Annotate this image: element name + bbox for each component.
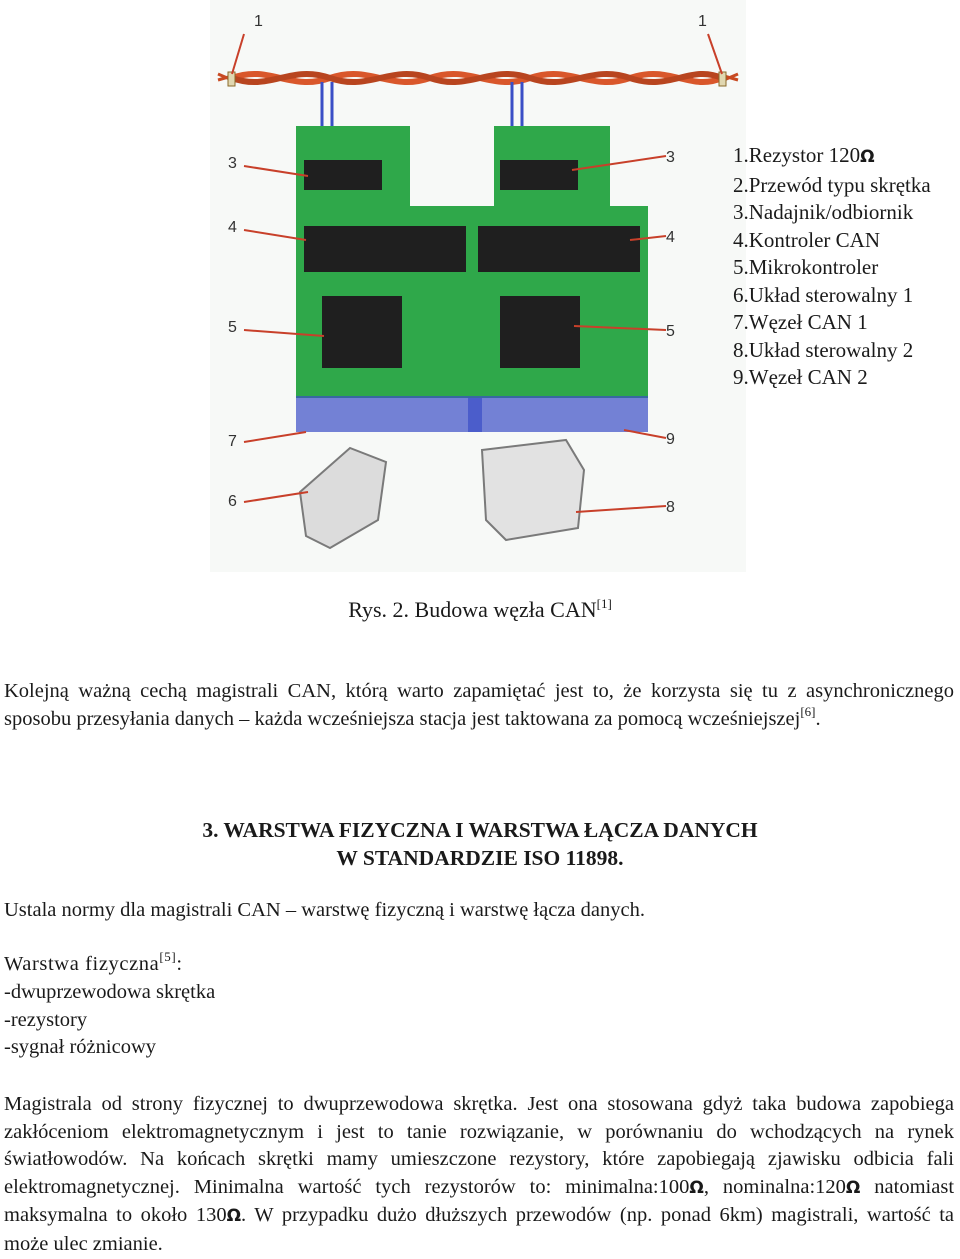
legend-item: 6.Układ sterowalny 1 <box>733 282 914 307</box>
paragraph-async: Kolejną ważną cechą magistrali CAN, któr… <box>4 680 954 730</box>
callout-label: 6 <box>228 493 237 510</box>
callout-label: 7 <box>228 433 237 450</box>
ohm-symbol: Ω <box>860 147 875 167</box>
legend-item: 2.Przewód typu skrętka <box>733 172 931 197</box>
can-node-illustration: 1 1 3 3 4 4 5 5 7 9 6 8 <box>210 0 746 572</box>
callout-label: 1 <box>254 13 263 30</box>
callout-label: 1 <box>698 13 707 30</box>
callout-label: 5 <box>666 323 675 340</box>
can-node-figure: 1 1 3 3 4 4 5 5 7 9 6 8 <box>210 0 746 572</box>
ohm-symbol: Ω <box>689 1177 704 1198</box>
callout-label: 3 <box>666 149 675 166</box>
citation-ref: [5] <box>159 949 177 964</box>
callout-label: 5 <box>228 319 237 336</box>
transceiver-chip-1 <box>304 160 382 190</box>
list-item: -rezystory <box>4 1009 88 1031</box>
citation-ref: [1] <box>596 596 612 611</box>
ohm-symbol: Ω <box>845 1177 861 1198</box>
legend-item: 9.Węzeł CAN 2 <box>733 365 868 389</box>
microcontroller-chip-1 <box>322 296 402 368</box>
legend-item: 5.Mikrokontroler <box>733 255 879 279</box>
paragraph-physical-layer: Magistrala od strony fizycznej to dwuprz… <box>4 1093 955 1255</box>
list-item: -sygnał różnicowy <box>4 1036 156 1058</box>
list-title: Warstwa fizyczna[5]: <box>4 949 183 975</box>
callout-label: 3 <box>228 155 237 172</box>
can-controller-chip-2 <box>478 226 640 272</box>
can-controller-chip-1 <box>304 226 466 272</box>
ohm-symbol: Ω <box>226 1206 242 1226</box>
callout-label: 8 <box>666 499 675 516</box>
callout-label: 9 <box>666 431 675 448</box>
citation-ref: [6] <box>800 703 816 719</box>
legend-item: 7.Węzeł CAN 1 <box>733 310 868 334</box>
legend-item: 8.Układ sterowalny 2 <box>733 337 914 362</box>
transceiver-chip-2 <box>500 160 578 190</box>
section-heading: 3. WARSTWA FIZYCZNA I WARSTWA ŁĄCZA DANY… <box>202 818 758 870</box>
list-item: -dwuprzewodowa skrętka <box>4 981 216 1003</box>
legend-item: 3.Nadajnik/odbiornik <box>733 200 914 224</box>
section-intro: Ustala normy dla magistrali CAN – warstw… <box>4 899 645 921</box>
microcontroller-chip-2 <box>500 296 580 368</box>
figure-caption: Rys. 2. Budowa węzła CAN[1] <box>348 596 612 622</box>
legend-item: 1.Rezystor 120Ω <box>733 142 931 172</box>
controlled-device-1-icon <box>298 446 388 550</box>
figure-legend: 1.Rezystor 120Ω 2.Przewód typu skrętka 3… <box>733 142 931 392</box>
twisted-pair-cable <box>217 71 739 85</box>
controlled-device-2-icon <box>480 438 586 542</box>
callout-label: 4 <box>666 229 675 246</box>
resistor-right-icon <box>718 71 727 87</box>
resistor-left-icon <box>227 71 236 87</box>
callout-label: 4 <box>228 219 237 236</box>
legend-item: 4.Kontroler CAN <box>733 227 880 252</box>
